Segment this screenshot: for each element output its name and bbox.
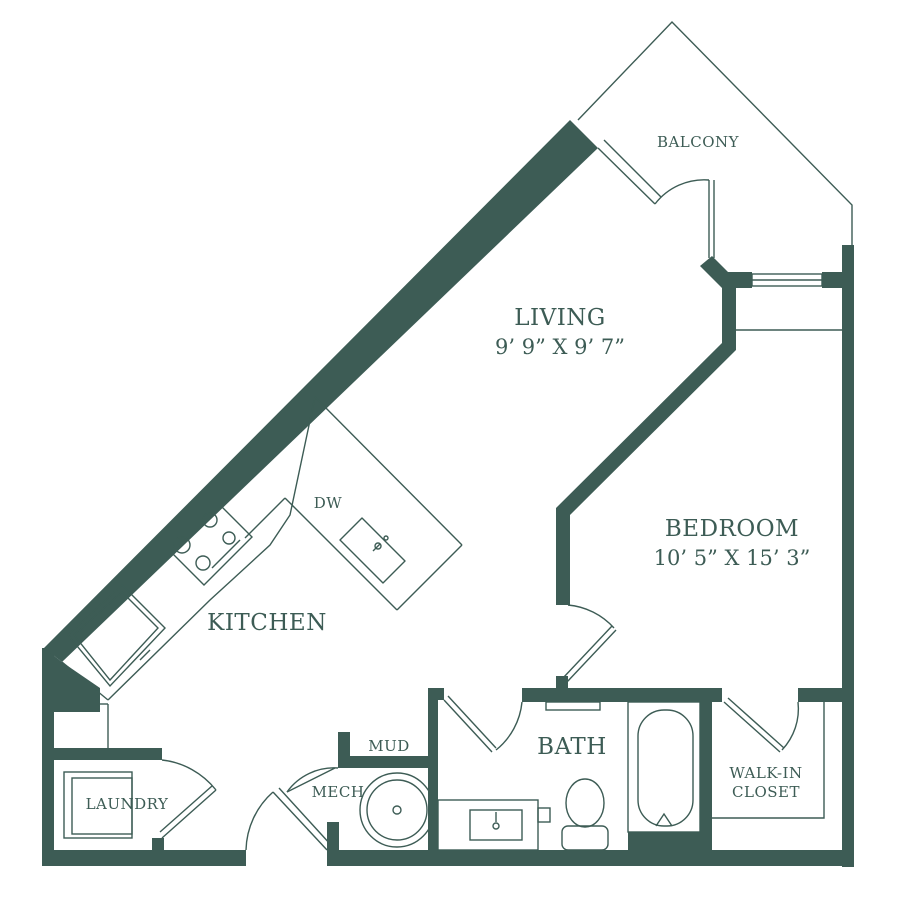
closet-label-line2: CLOSET (732, 783, 800, 801)
bedroom-partition-wall (556, 288, 842, 690)
interior-walls (42, 688, 854, 866)
bedroom-window (751, 273, 823, 287)
dishwasher-label: DW (314, 494, 343, 512)
toilet (561, 778, 609, 851)
washer-dryer (63, 771, 133, 839)
balcony-outline (577, 20, 853, 258)
bedroom-label: BEDROOM (665, 516, 799, 542)
refrigerator (67, 584, 166, 688)
balcony-label: BALCONY (657, 133, 740, 151)
mud-label: MUD (368, 737, 410, 755)
living-dimensions: 9’ 9” X 9’ 7” (495, 335, 625, 359)
mech-label: MECH (312, 783, 365, 801)
water-heater (359, 772, 435, 848)
bathtub (627, 701, 701, 833)
bath-label: BATH (537, 734, 607, 760)
entry-nook (100, 703, 109, 748)
range-cooktop (163, 496, 253, 586)
kitchen-counter (61, 396, 463, 701)
vanity (437, 799, 551, 851)
laundry-label: LAUNDRY (86, 795, 169, 813)
closet-label-line1: WALK-IN (729, 764, 802, 782)
entry-door (245, 787, 332, 851)
bedroom-dimensions: 10’ 5” X 15’ 3” (654, 546, 811, 570)
bedroom-door (562, 604, 617, 683)
kitchen-label: KITCHEN (207, 610, 327, 636)
laundry-door (159, 759, 217, 839)
living-label: LIVING (514, 305, 606, 331)
exterior-walls (42, 120, 854, 867)
mech-door (286, 767, 339, 793)
kitchen-sink (339, 517, 406, 584)
closet-shelf (712, 702, 825, 819)
bath-door (443, 695, 523, 753)
closet-door (723, 697, 800, 753)
towel-bar (545, 701, 601, 711)
